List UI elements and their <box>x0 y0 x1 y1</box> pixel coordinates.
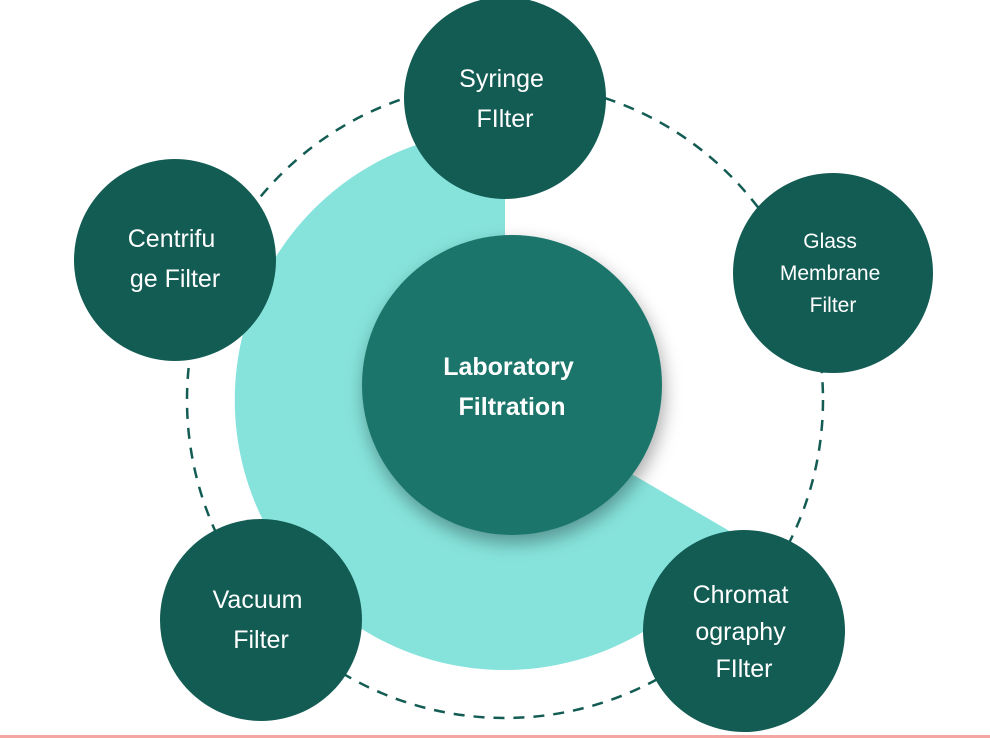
bottom-divider <box>0 735 990 738</box>
node-label-line: Chromat <box>693 581 789 609</box>
node-label-line: Glass <box>803 230 857 253</box>
node-label-line: Membrane <box>780 262 880 285</box>
node-label-line: FIlter <box>716 655 773 683</box>
center-label-line-1: Laboratory <box>443 353 574 381</box>
node-circle <box>160 519 362 721</box>
node-syringe-filter: Syringe FIlter <box>404 0 606 199</box>
center-circle <box>362 235 662 535</box>
node-label: Syringe FIlter <box>459 65 551 133</box>
node-circle <box>733 173 933 373</box>
node-vacuum-filter: Vacuum Filter <box>160 519 362 721</box>
node-label-line: Vacuum <box>213 586 303 614</box>
center-label-line-2: Filtration <box>459 393 566 421</box>
node-label: Chromat ography FIlter <box>693 581 796 683</box>
node-centrifuge-filter: Centrifu ge Filter <box>74 159 276 361</box>
node-label-line: Filter <box>810 294 857 317</box>
node-label-line: Syringe <box>459 65 544 93</box>
node-circle <box>643 530 845 732</box>
node-circle <box>74 159 276 361</box>
node-label-line: FIlter <box>477 105 534 133</box>
node-label: Vacuum Filter <box>213 586 310 654</box>
center-label: Laboratory Filtration <box>443 353 581 421</box>
node-label-line: Centrifu <box>128 225 216 253</box>
node-label-line: ography <box>695 618 786 646</box>
node-glass-membrane-filter: Glass Membrane Filter <box>733 173 933 373</box>
node-label-line: Filter <box>233 626 289 654</box>
node-label: Centrifu ge Filter <box>128 225 223 293</box>
node-label: Glass Membrane Filter <box>780 230 886 317</box>
node-circle <box>404 0 606 199</box>
node-chromatography-filter: Chromat ography FIlter <box>643 530 845 732</box>
node-label-line: ge Filter <box>130 265 220 293</box>
center-hub: Laboratory Filtration <box>362 235 662 535</box>
dashed-orbit-ring <box>185 80 825 720</box>
